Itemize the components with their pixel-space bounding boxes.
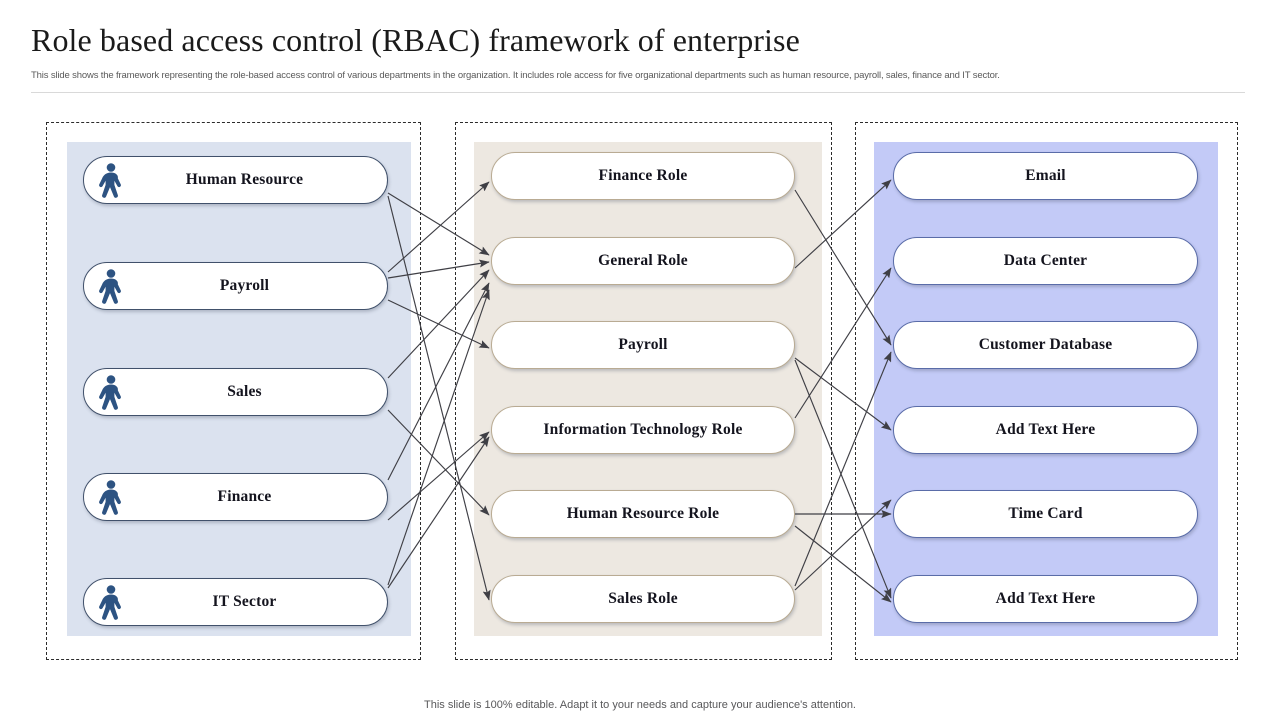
department-item-it-sector[interactable]: IT Sector <box>83 578 388 626</box>
role-label: Information Technology Role <box>543 421 743 438</box>
department-label: Human Resource <box>185 171 304 188</box>
resource-label: Customer Database <box>978 336 1113 353</box>
resource-item-customer-database[interactable]: Customer Database <box>893 321 1198 369</box>
role-item-human-resource-role[interactable]: Human Resource Role <box>491 490 795 538</box>
resource-item-email[interactable]: Email <box>893 152 1198 200</box>
role-label: Human Resource Role <box>566 505 720 522</box>
person-icon <box>99 163 121 198</box>
roles-panel <box>474 142 822 636</box>
role-label: Finance Role <box>598 167 688 184</box>
department-item-human-resource[interactable]: Human Resource <box>83 156 388 204</box>
department-label: Finance <box>217 488 272 505</box>
page-title: Role based access control (RBAC) framewo… <box>31 22 800 58</box>
resource-item-time-card[interactable]: Time Card <box>893 490 1198 538</box>
department-item-finance[interactable]: Finance <box>83 473 388 521</box>
slide-footer-note: This slide is 100% editable. Adapt it to… <box>424 699 856 711</box>
person-icon <box>99 269 121 304</box>
resource-label: Time Card <box>1008 505 1083 522</box>
page-subtitle: This slide shows the framework represent… <box>31 70 1000 81</box>
role-item-payroll-role[interactable]: Payroll <box>491 321 795 369</box>
role-item-sales-role[interactable]: Sales Role <box>491 575 795 623</box>
resource-item-data-center[interactable]: Data Center <box>893 237 1198 285</box>
department-label: Payroll <box>219 277 270 294</box>
person-icon <box>99 480 121 515</box>
role-label: Sales Role <box>608 590 678 607</box>
resource-label: Data Center <box>1003 252 1088 269</box>
role-item-finance-role[interactable]: Finance Role <box>491 152 795 200</box>
department-item-sales[interactable]: Sales <box>83 368 388 416</box>
resource-label: Add Text Here <box>995 421 1096 438</box>
role-item-information-technology-role[interactable]: Information Technology Role <box>491 406 795 454</box>
resource-item-add-text-here-2[interactable]: Add Text Here <box>893 575 1198 623</box>
resource-label: Email <box>1025 167 1066 184</box>
resource-item-add-text-here-1[interactable]: Add Text Here <box>893 406 1198 454</box>
person-icon <box>99 375 121 410</box>
role-label: General Role <box>598 252 688 269</box>
resources-panel <box>874 142 1218 636</box>
person-icon <box>99 585 121 620</box>
department-label: Sales <box>227 383 262 400</box>
resource-label: Add Text Here <box>995 590 1096 607</box>
role-item-general-role[interactable]: General Role <box>491 237 795 285</box>
department-item-payroll[interactable]: Payroll <box>83 262 388 310</box>
role-label: Payroll <box>618 336 668 353</box>
department-label: IT Sector <box>212 593 277 610</box>
header-divider <box>31 92 1245 93</box>
